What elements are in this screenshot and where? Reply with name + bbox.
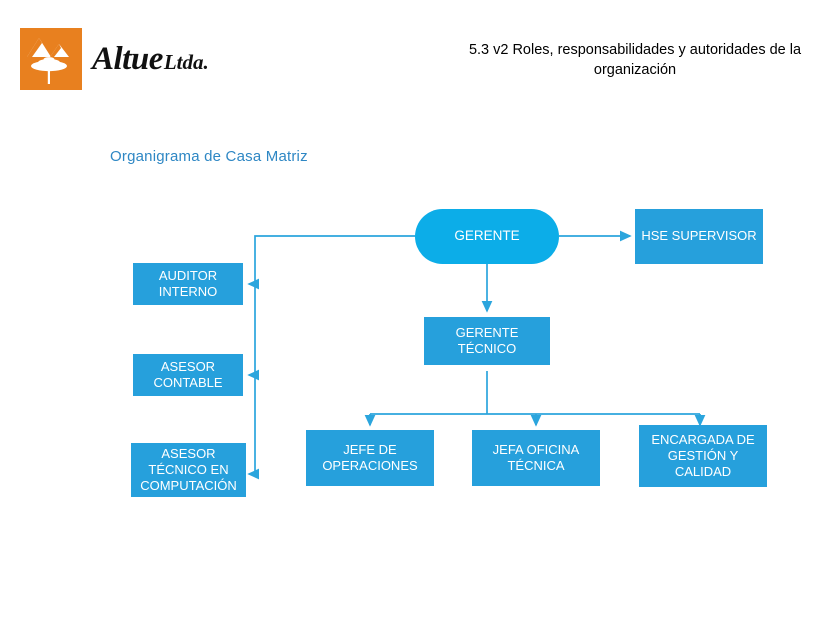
chart-title: Organigrama de Casa Matriz: [110, 148, 308, 165]
node-gerente-tecnico[interactable]: GERENTE TÉCNICO: [424, 317, 550, 365]
brand-suffix: Ltda.: [163, 49, 209, 74]
node-gerente[interactable]: GERENTE: [415, 209, 559, 264]
node-jefa-oficina-tecnica[interactable]: JEFA OFICINA TÉCNICA: [472, 430, 600, 486]
brand-name: Altue: [92, 40, 163, 77]
logo-wordmark: Altue Ltda.: [92, 40, 209, 77]
altue-mountain-tree-logo: [20, 28, 82, 90]
node-encargada-gestion-calidad[interactable]: ENCARGADA DE GESTIÓN Y CALIDAD: [639, 425, 767, 487]
document-title: 5.3 v2 Roles, responsabilidades y autori…: [468, 42, 802, 78]
company-logo: Altue Ltda.: [20, 28, 209, 90]
node-jefe-operaciones[interactable]: JEFE DE OPERACIONES: [306, 430, 434, 486]
node-hse-supervisor[interactable]: HSE SUPERVISOR: [635, 209, 763, 264]
node-asesor-contable[interactable]: ASESOR CONTABLE: [133, 354, 243, 396]
node-auditor-interno[interactable]: AUDITOR INTERNO: [133, 263, 243, 305]
node-asesor-tecnico-computacion[interactable]: ASESOR TÉCNICO EN COMPUTACIÓN: [131, 443, 246, 497]
